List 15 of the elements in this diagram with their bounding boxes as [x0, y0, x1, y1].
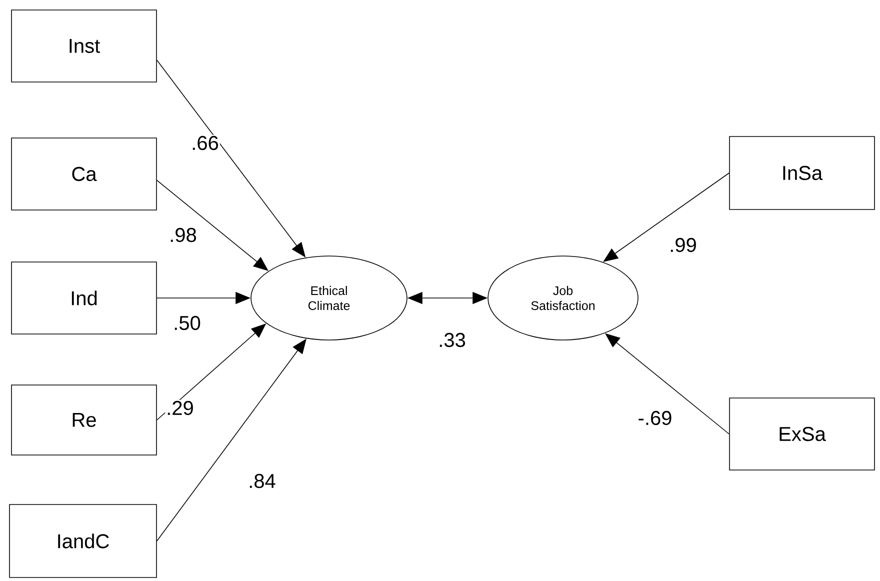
edge-label: .99 — [668, 236, 698, 254]
edge-label: -.69 — [636, 410, 674, 426]
edge-label: .66 — [190, 134, 220, 152]
variable-box: Ca — [11, 138, 157, 210]
variable-box: Re — [11, 384, 157, 456]
edge-label: .98 — [168, 226, 198, 244]
edge-label: .29 — [165, 400, 195, 416]
edge-label: .33 — [437, 332, 467, 348]
variable-box: Ind — [11, 262, 157, 334]
variable-box: InSa — [729, 136, 875, 210]
variable-box: IandC — [9, 504, 157, 578]
variable-box: Inst — [11, 10, 157, 82]
variable-box: ExSa — [729, 398, 875, 470]
edge-label: .50 — [172, 314, 202, 332]
edge-label: .84 — [247, 472, 277, 490]
